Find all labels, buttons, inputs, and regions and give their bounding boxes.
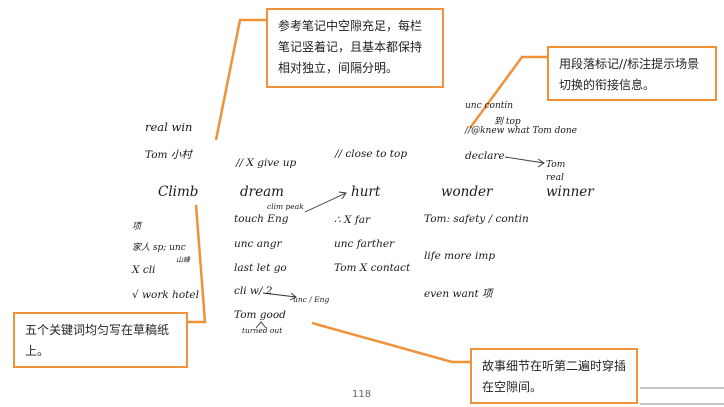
note-x-cli: X cli (132, 264, 156, 276)
arrow-declare-to-tom (504, 156, 545, 164)
callout-connector-bottom-left (188, 204, 207, 324)
note-unc-farther: unc farther (334, 238, 395, 250)
callout-connector-top (214, 18, 266, 141)
note-cli-w: cli w/ 2 (234, 285, 273, 297)
callout-top-right: 用段落标记//标注提示场景切换的衔接信息。 (547, 46, 717, 101)
callout-bottom-left: 五个关键词均匀写在草稿纸上。 (13, 312, 188, 368)
arrow-clim-to-hurt (304, 192, 347, 213)
keyword-dream: dream (240, 184, 284, 200)
note-shanzhe: 山峰 (176, 256, 190, 264)
note-x-far: ∴ X far (334, 214, 370, 226)
note-tom-safety: Tom: safety / contin (424, 213, 529, 225)
note-tom-good: Tom good (234, 309, 286, 321)
note-xiang: 项 (132, 222, 142, 232)
note-touch-eng: touch Eng (234, 213, 289, 225)
note-work-hotel: √ work hotel (132, 289, 199, 301)
note-unc-contin: unc contin (465, 101, 514, 111)
note-knew-what: //@knew what Tom done (465, 126, 577, 136)
note-last-let-go: last let go (234, 262, 287, 274)
arrow-cli-to-unc (262, 292, 297, 298)
note-dao-top: 到 top (494, 117, 521, 127)
keyword-winner: winner (546, 184, 594, 200)
note-real-win: real win (145, 120, 193, 134)
note-declare: declare (465, 150, 505, 162)
note-even-want: even want 项 (424, 288, 493, 300)
note-turned-out: turned out (242, 326, 283, 335)
note-jiaren: 家人 sp; unc (132, 243, 186, 253)
keyword-wonder: wonder (441, 184, 493, 200)
note-give-up: // X give up (236, 157, 297, 169)
callout-connector-top-right (468, 55, 547, 129)
note-tom-x-contact: Tom X contact (334, 262, 411, 274)
note-tom-xiaocun: Tom 小村 (145, 149, 192, 161)
keyword-climb: Climb (158, 184, 199, 200)
note-unc-eng: unc / Eng (293, 295, 330, 304)
callout-bottom-right: 故事细节在听第二遍时穿插在空隙间。 (470, 348, 638, 404)
note-clim-peak: clim peak (267, 202, 304, 211)
note-life-more-imp: life more imp (424, 250, 496, 262)
caret-mark (255, 321, 267, 329)
note-unc-angr: unc angr (234, 238, 282, 250)
callout-connector-bottom-right (311, 321, 470, 364)
page-number: 118 (352, 389, 372, 400)
callout-top: 参考笔记中空隙充足，每栏笔记竖着记，且基本都保持相对独立，间隔分明。 (266, 8, 444, 88)
note-tom-real: Tom real (546, 160, 566, 183)
note-close-to-top: // close to top (335, 148, 408, 160)
keyword-hurt: hurt (351, 184, 381, 200)
